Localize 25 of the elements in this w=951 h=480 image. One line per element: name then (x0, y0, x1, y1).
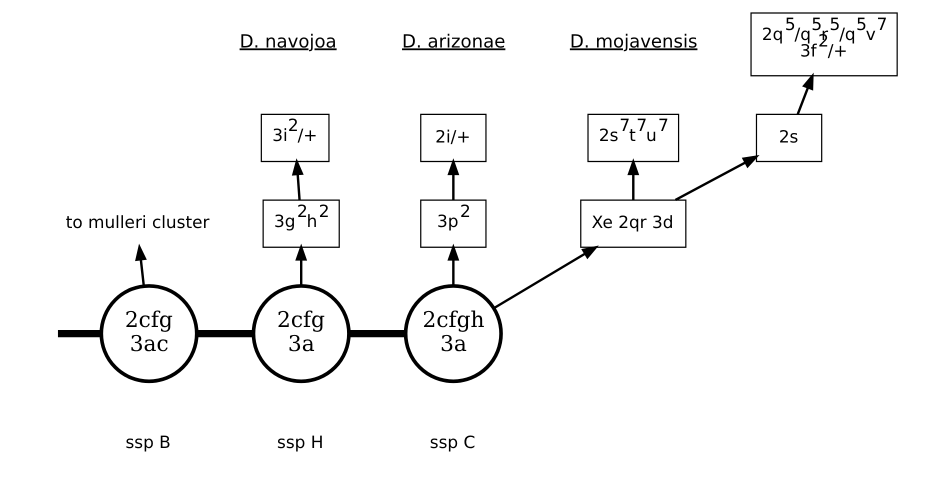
node-label: ssp C (429, 432, 475, 452)
node-label: ssp B (124, 432, 170, 452)
connector (348, 330, 405, 338)
arrow (626, 158, 639, 200)
arrow (796, 72, 814, 115)
arrow (294, 244, 307, 286)
connector (57, 330, 100, 338)
arrow (674, 154, 759, 201)
label: D. mojavensis (569, 31, 697, 52)
arrow (446, 244, 459, 286)
arrow (446, 158, 459, 200)
node-box: 2s (755, 114, 822, 162)
node-text: to mulleri cluster (65, 212, 209, 232)
arrow (134, 244, 146, 286)
node-circle: 2cfg 3a (251, 284, 350, 384)
node-label: ssp H (276, 432, 323, 452)
node-circle: 2cfgh 3a (403, 284, 502, 384)
node-box: 2i/+ (420, 114, 486, 162)
node-circle: 2cfg 3ac (99, 284, 198, 384)
node-box: Xe 2qr 3d (580, 200, 686, 248)
arrow (493, 246, 598, 310)
arrow (291, 158, 304, 200)
label: D. arizonae (402, 31, 505, 52)
label: D. navojoa (239, 31, 336, 52)
connector (196, 330, 253, 338)
